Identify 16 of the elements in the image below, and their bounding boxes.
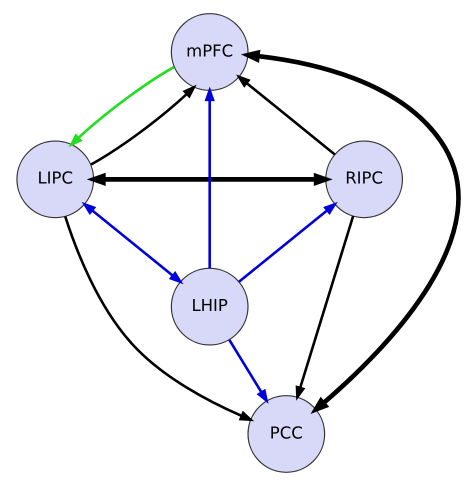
node-circle: RIPC <box>324 140 403 218</box>
arrow <box>204 86 214 268</box>
node-circle: LIPC <box>16 140 94 218</box>
arrow <box>295 215 354 400</box>
node-circle: PCC <box>246 394 325 472</box>
arrow <box>86 172 332 186</box>
arrow <box>90 84 196 166</box>
node-circle: mPFC <box>170 12 248 90</box>
node-circle: LHIP <box>170 267 248 346</box>
arrow <box>236 74 336 155</box>
arrow <box>81 201 183 284</box>
arrow <box>68 65 174 147</box>
arrow <box>238 201 338 282</box>
arrow <box>64 216 254 421</box>
arrow <box>228 338 268 404</box>
arrow <box>240 49 460 414</box>
